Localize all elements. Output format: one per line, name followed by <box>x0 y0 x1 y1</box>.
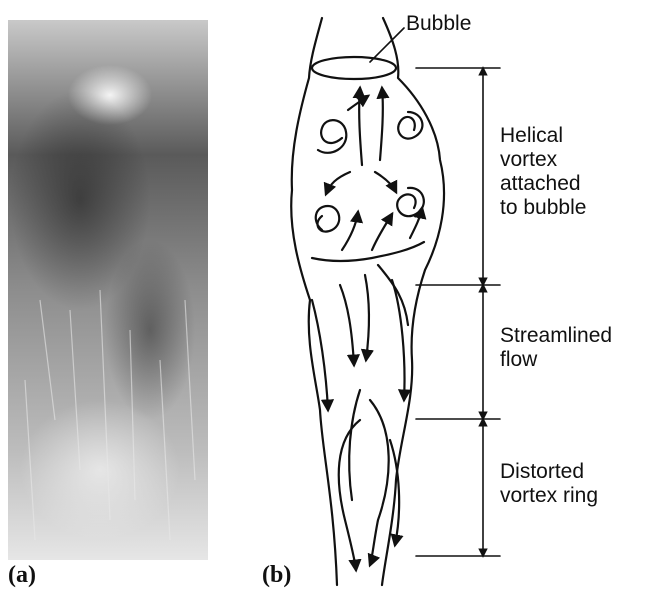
vortex-ring-inner <box>349 390 360 500</box>
wake-boundary-left <box>291 18 337 585</box>
photo-dark-region-lower <box>105 240 195 420</box>
zone-ring-line-2: vortex ring <box>500 484 598 507</box>
photo-light-region <box>20 400 180 540</box>
zone-ring-line-1: Distorted <box>500 460 584 483</box>
vortex-flow-arrow-9 <box>410 208 422 238</box>
zone-streamlined-line-1: Streamlined <box>500 324 612 347</box>
zone-vortex-line-2: vortex <box>500 148 558 171</box>
spiral-top-left <box>318 120 346 153</box>
bubble-shape <box>312 57 396 79</box>
vortex-flow-arrow-5 <box>375 172 396 192</box>
zone-vortex-line-1: Helical <box>500 124 563 147</box>
vortex-ring-right <box>370 400 389 565</box>
vortex-flow-arrow-2 <box>380 88 383 160</box>
streamline-4 <box>392 280 405 400</box>
bubble-label: Bubble <box>406 12 471 35</box>
streamline-1 <box>312 300 328 410</box>
streamline-2 <box>340 285 354 365</box>
zone-dimension-lines <box>416 68 500 556</box>
zone-ring-label: Distorted vortex ring <box>500 460 598 507</box>
vortex-flow-arrow-8 <box>312 242 424 261</box>
vortex-flow-arrow-3 <box>348 96 368 110</box>
panel-label-a: (a) <box>8 562 36 588</box>
zone-vortex-line-4: to bubble <box>500 196 586 219</box>
streamline-5 <box>378 265 408 325</box>
photo-panel <box>8 20 208 560</box>
vortex-flow-arrow-4 <box>326 172 350 194</box>
vortex-flow-arrow-7 <box>372 214 392 250</box>
zone-streamlined-line-2: flow <box>500 348 538 371</box>
wake-boundary-right <box>382 18 444 585</box>
bubble-leader-line <box>370 28 404 62</box>
spiral-bottom-left <box>316 206 339 232</box>
spiral-mid-right <box>397 188 424 216</box>
panel-label-b: (b) <box>262 562 291 588</box>
zone-vortex-line-3: attached <box>500 172 581 195</box>
spiral-top-right <box>398 112 422 139</box>
zone-vortex-label: Helical vortex attached to bubble <box>500 124 586 219</box>
schematic <box>291 18 444 585</box>
streamline-3 <box>365 275 369 360</box>
vortex-flow-arrow-6 <box>342 212 358 250</box>
zone-streamlined-label: Streamlined flow <box>500 324 618 371</box>
